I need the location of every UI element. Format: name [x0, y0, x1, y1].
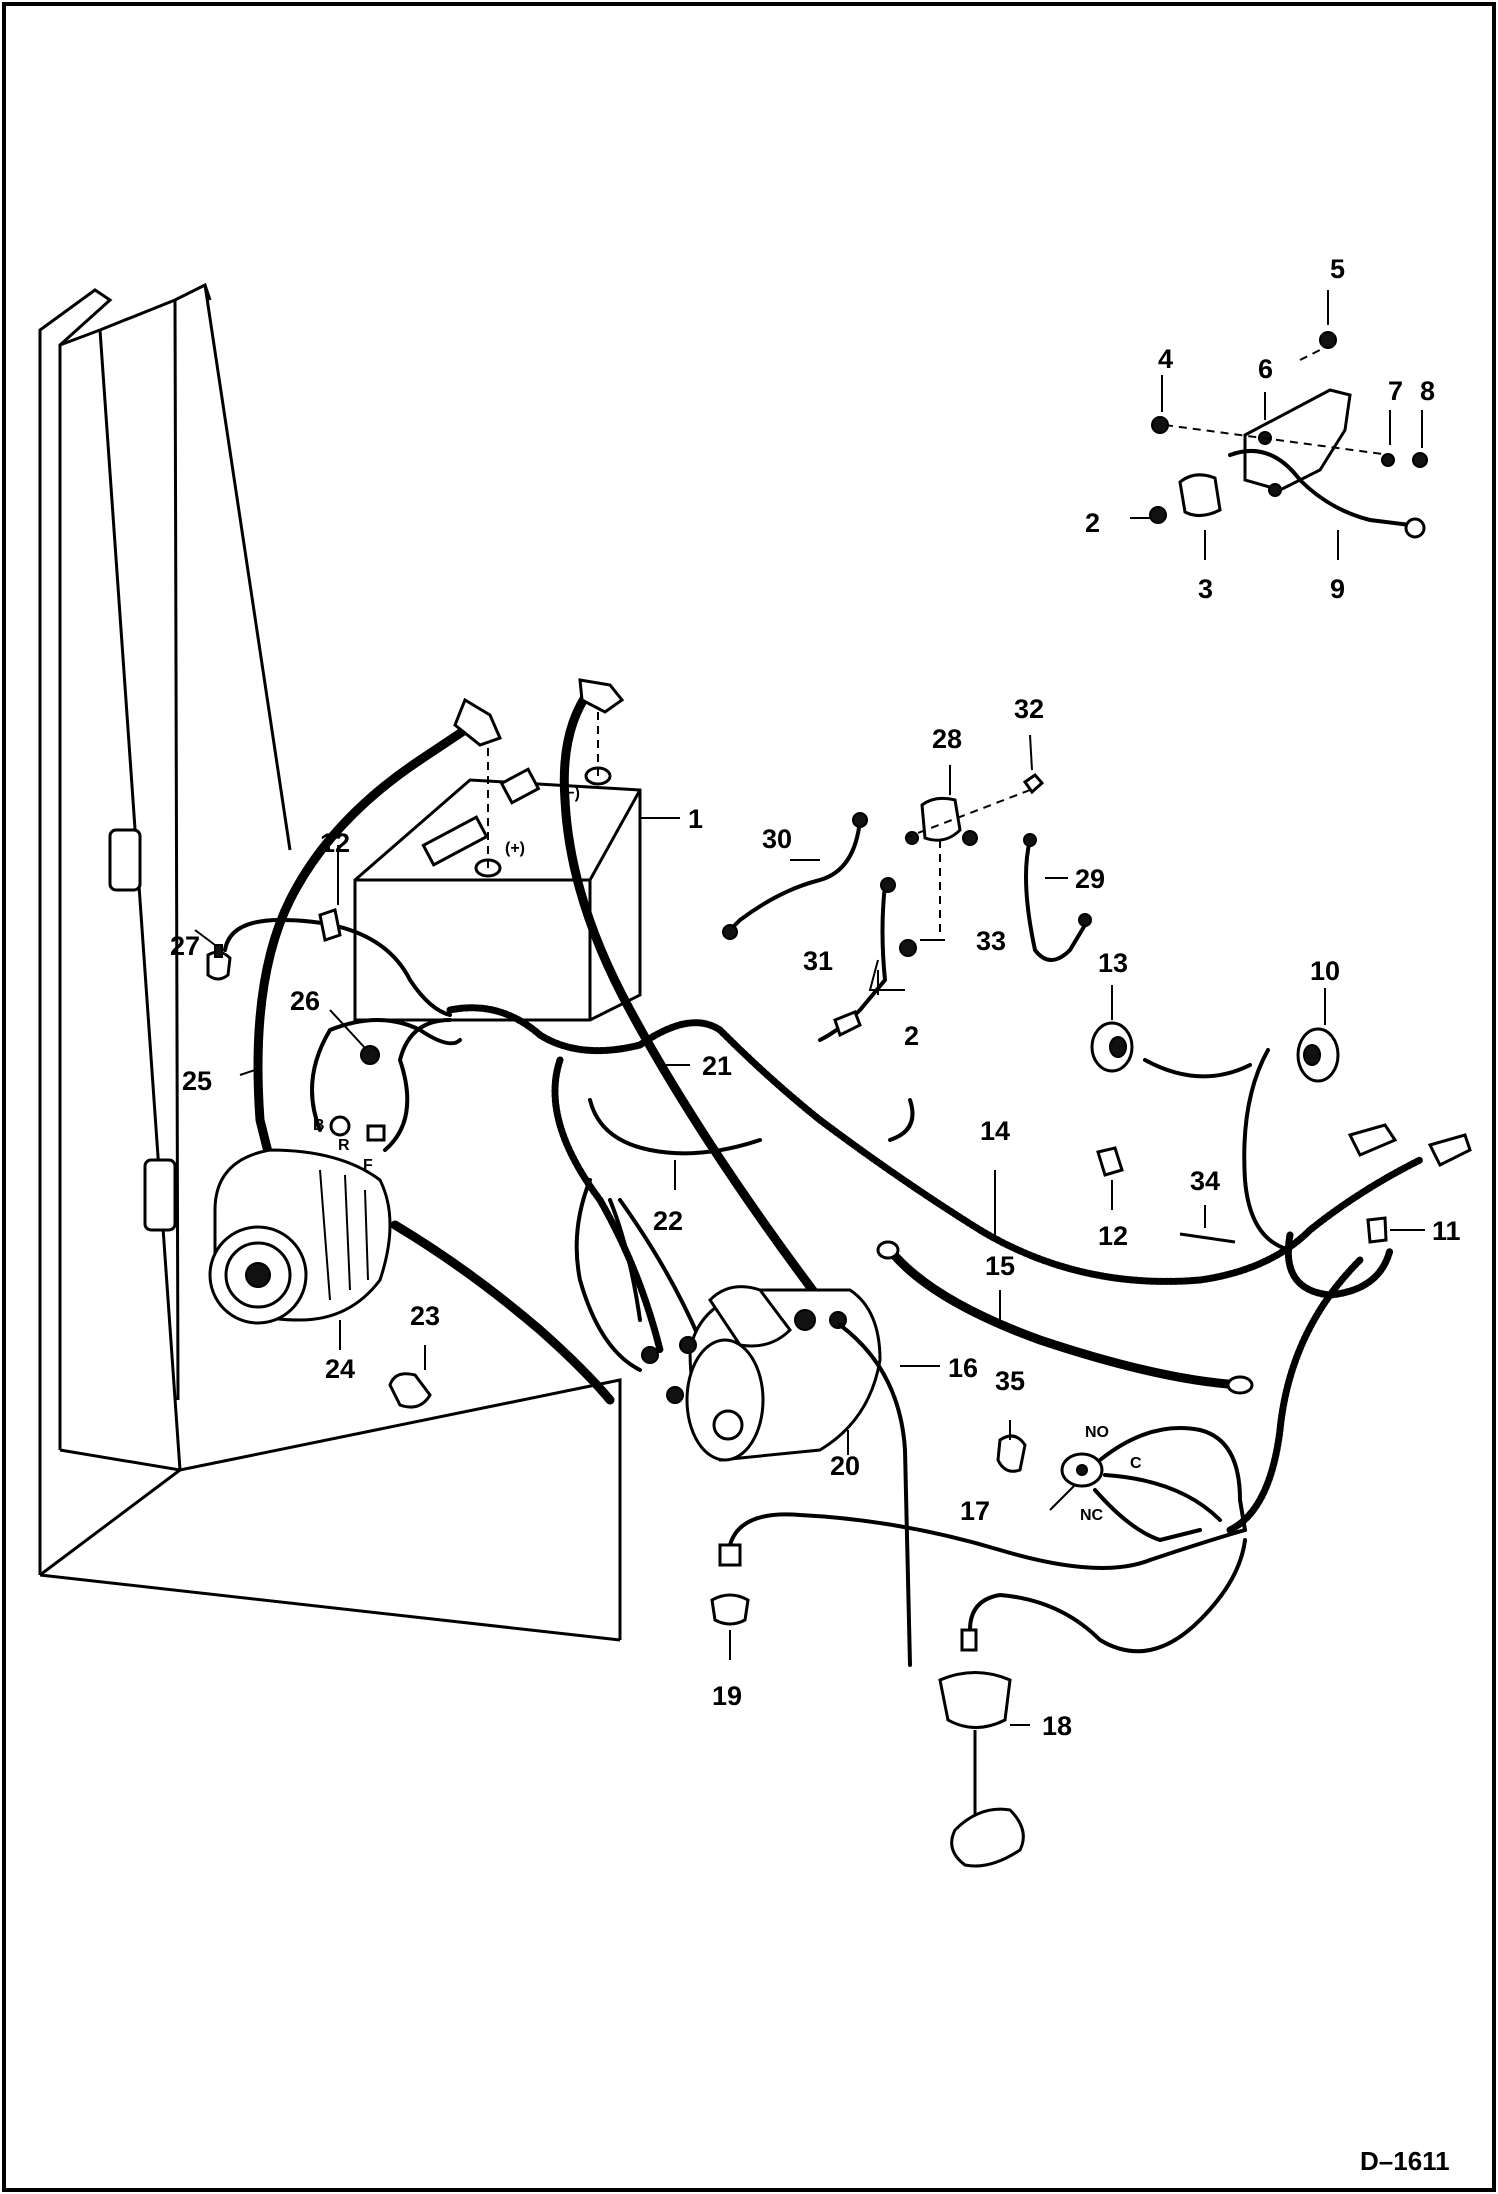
clamp-23 — [388, 1372, 432, 1409]
callout-29: 29 — [1075, 864, 1105, 894]
tie-34 — [1179, 1232, 1236, 1244]
callout-19: 19 — [712, 1681, 742, 1711]
callouts: 5 4 6 7 8 2 3 9 32 28 1 30 29 31 33 2 13… — [170, 254, 1461, 1741]
callout-30: 30 — [762, 824, 792, 854]
alt-terminal-b: B — [313, 1117, 325, 1134]
callout-4: 4 — [1158, 344, 1173, 374]
callout-12-right: 12 — [1098, 1221, 1128, 1251]
battery-cables — [253, 678, 825, 1405]
indicator-lamps — [1090, 1021, 1472, 1252]
switch-c-mark: C — [1130, 1455, 1142, 1472]
callout-20: 20 — [830, 1451, 860, 1481]
callout-31: 31 — [803, 946, 833, 976]
callout-15: 15 — [985, 1251, 1015, 1281]
alt-terminal-f: F — [363, 1157, 373, 1174]
clip-12a — [318, 908, 342, 942]
callout-1: 1 — [688, 804, 703, 834]
main-harness — [446, 1004, 1424, 1534]
switch-no-mark: NO — [1085, 1424, 1109, 1441]
callout-10: 10 — [1310, 956, 1340, 986]
starter — [641, 1285, 912, 1667]
alt-terminal-r: R — [338, 1137, 350, 1154]
callout-3: 3 — [1198, 574, 1213, 604]
callout-23: 23 — [410, 1301, 440, 1331]
callout-5: 5 — [1330, 254, 1345, 284]
callout-12-left: 12 — [320, 828, 350, 858]
alternator-wiring: B R F — [223, 917, 462, 1174]
callout-8: 8 — [1420, 376, 1435, 406]
callout-27: 27 — [170, 931, 200, 961]
callout-34: 34 — [1190, 1166, 1220, 1196]
callout-16: 16 — [948, 1353, 978, 1383]
clip-12b — [1096, 1146, 1124, 1177]
callout-32: 32 — [1014, 694, 1044, 724]
callout-18: 18 — [1042, 1711, 1072, 1741]
switch-nc-mark: NC — [1080, 1507, 1104, 1524]
callout-2-inset: 2 — [1085, 508, 1100, 538]
leader-lines — [194, 290, 1425, 1726]
relay-assembly — [722, 772, 1092, 1042]
drawing-code: D–1611 — [1360, 2146, 1450, 2176]
sender-27 — [206, 944, 232, 981]
callout-11: 11 — [1432, 1216, 1461, 1246]
callout-9: 9 — [1330, 574, 1345, 604]
callout-17: 17 — [960, 1496, 990, 1526]
callout-35: 35 — [995, 1366, 1025, 1396]
alternator — [208, 1148, 392, 1325]
cable-15 — [885, 1245, 1245, 1390]
battery-positive-mark: (+) — [505, 840, 525, 857]
callout-7: 7 — [1388, 376, 1403, 406]
callout-25: 25 — [182, 1066, 212, 1096]
callout-13: 13 — [1098, 948, 1128, 978]
callout-33: 33 — [976, 926, 1006, 956]
callout-26: 26 — [290, 986, 320, 1016]
sender-wiring — [710, 1512, 1247, 1868]
callout-21: 21 — [702, 1051, 732, 1081]
callout-6: 6 — [1258, 354, 1273, 384]
pressure-switch: NO C NC — [996, 1424, 1247, 1543]
relay-bracket-inset — [1149, 331, 1428, 539]
machine-frame — [38, 282, 622, 1642]
callout-14: 14 — [980, 1116, 1010, 1146]
callout-28: 28 — [932, 724, 962, 754]
battery: (+) (−) — [353, 700, 642, 1022]
callout-2: 2 — [904, 1021, 919, 1051]
bracket-11 — [1366, 1216, 1388, 1244]
callout-24: 24 — [325, 1354, 355, 1384]
callout-22: 22 — [653, 1206, 683, 1236]
